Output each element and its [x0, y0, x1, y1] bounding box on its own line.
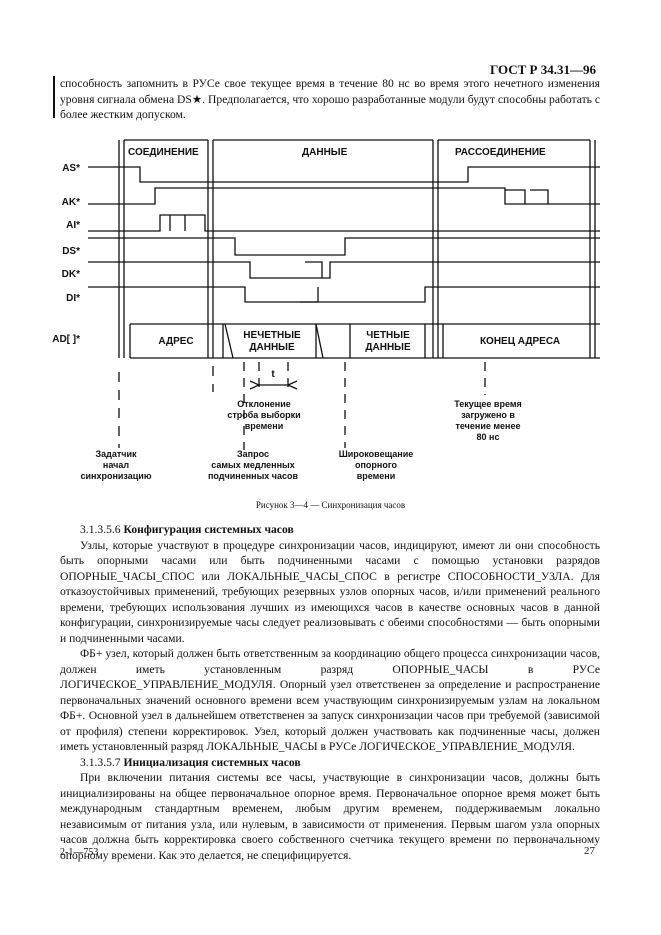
phase-disconnect: РАССОЕДИНЕНИЕ: [455, 147, 546, 158]
paragraph-1: Узлы, которые участвуют в процедуре синх…: [60, 538, 600, 645]
waveform-ad-bus: [129, 323, 600, 359]
bus-end-address: КОНЕЦ АДРЕСА: [480, 336, 560, 347]
broadcast-note-line3: времени: [357, 471, 396, 481]
body-text: 3.1.3.5.6 Конфигурация системных часов У…: [60, 522, 600, 863]
slow-note-line3: подчиненных часов: [208, 471, 299, 481]
waveform-dk: [88, 261, 600, 279]
paragraph-2: ФБ+ узел, который должен быть ответствен…: [60, 647, 600, 753]
timing-diagram: СОЕДИНЕНИЕ ДАННЫЕ РАССОЕДИНЕНИЕ AS* AK* …: [52, 139, 600, 481]
section-number-2: 3.1.3.5.7: [80, 755, 121, 769]
waveform-as: [88, 166, 600, 183]
signal-label-dk: DK*: [62, 269, 80, 280]
page-number: 27: [584, 845, 595, 857]
loaded-note-line4: 80 нс: [477, 432, 500, 442]
signal-label-as: AS*: [62, 163, 80, 174]
figure-caption: Рисунок 3—4 — Синхронизация часов: [255, 500, 406, 510]
slow-note-line1: Запрос: [237, 449, 269, 459]
document-code: ГОСТ Р 34.31—96: [490, 62, 596, 77]
phase-connect: СОЕДИНЕНИЕ: [128, 147, 199, 158]
waveform-di: [88, 286, 600, 303]
bus-address: АДРЕС: [158, 336, 193, 347]
loaded-note-line1: Текущее время: [454, 399, 522, 409]
phase-data: ДАННЫЕ: [302, 147, 348, 158]
strobe-note-line2: строба выборки: [227, 410, 300, 420]
section-title-1: Конфигурация системных часов: [123, 523, 294, 536]
signal-label-di: DI*: [66, 293, 80, 304]
strobe-note-line1: Отклонение: [237, 399, 291, 409]
loaded-note-line3: течение менее: [455, 421, 520, 431]
bus-even-line1: ЧЕТНЫЕ: [366, 330, 410, 341]
waveform-ds: [88, 237, 600, 256]
intro-paragraph: способность запомнить в РУСе свое текуще…: [60, 77, 600, 121]
bus-odd-line1: НЕЧЕТНЫЕ: [243, 330, 301, 341]
waveform-ak: [88, 187, 600, 205]
section-title-2: Инициализация системных часов: [123, 755, 301, 769]
master-note-line1: Задатчик: [95, 449, 137, 459]
broadcast-note-line2: опорного: [355, 460, 397, 470]
broadcast-note-line1: Широковещание: [339, 449, 414, 459]
bus-odd-line2: ДАННЫЕ: [249, 342, 295, 353]
paragraph-3: При включении питания системы все часы, …: [60, 771, 600, 862]
loaded-note-line2: загружено в: [461, 410, 515, 420]
master-note-line2: начал: [103, 460, 129, 470]
slow-note-line2: самых медленных: [211, 460, 295, 470]
waveform-ai: [88, 214, 600, 232]
strobe-note-line3: времени: [245, 421, 284, 431]
bus-even-line2: ДАННЫЕ: [365, 342, 411, 353]
t-label: t: [271, 369, 275, 380]
signal-label-ds: DS*: [62, 246, 80, 257]
change-bar: [53, 76, 55, 118]
section-number-1: 3.1.3.5.6: [80, 523, 121, 536]
signal-label-ad: AD[ ]*: [52, 334, 80, 345]
signal-label-ai: AI*: [66, 220, 80, 231]
signal-label-ak: AK*: [62, 197, 80, 208]
master-note-line3: синхронизацию: [80, 471, 151, 481]
footer-code: 2-1—753: [60, 847, 99, 858]
